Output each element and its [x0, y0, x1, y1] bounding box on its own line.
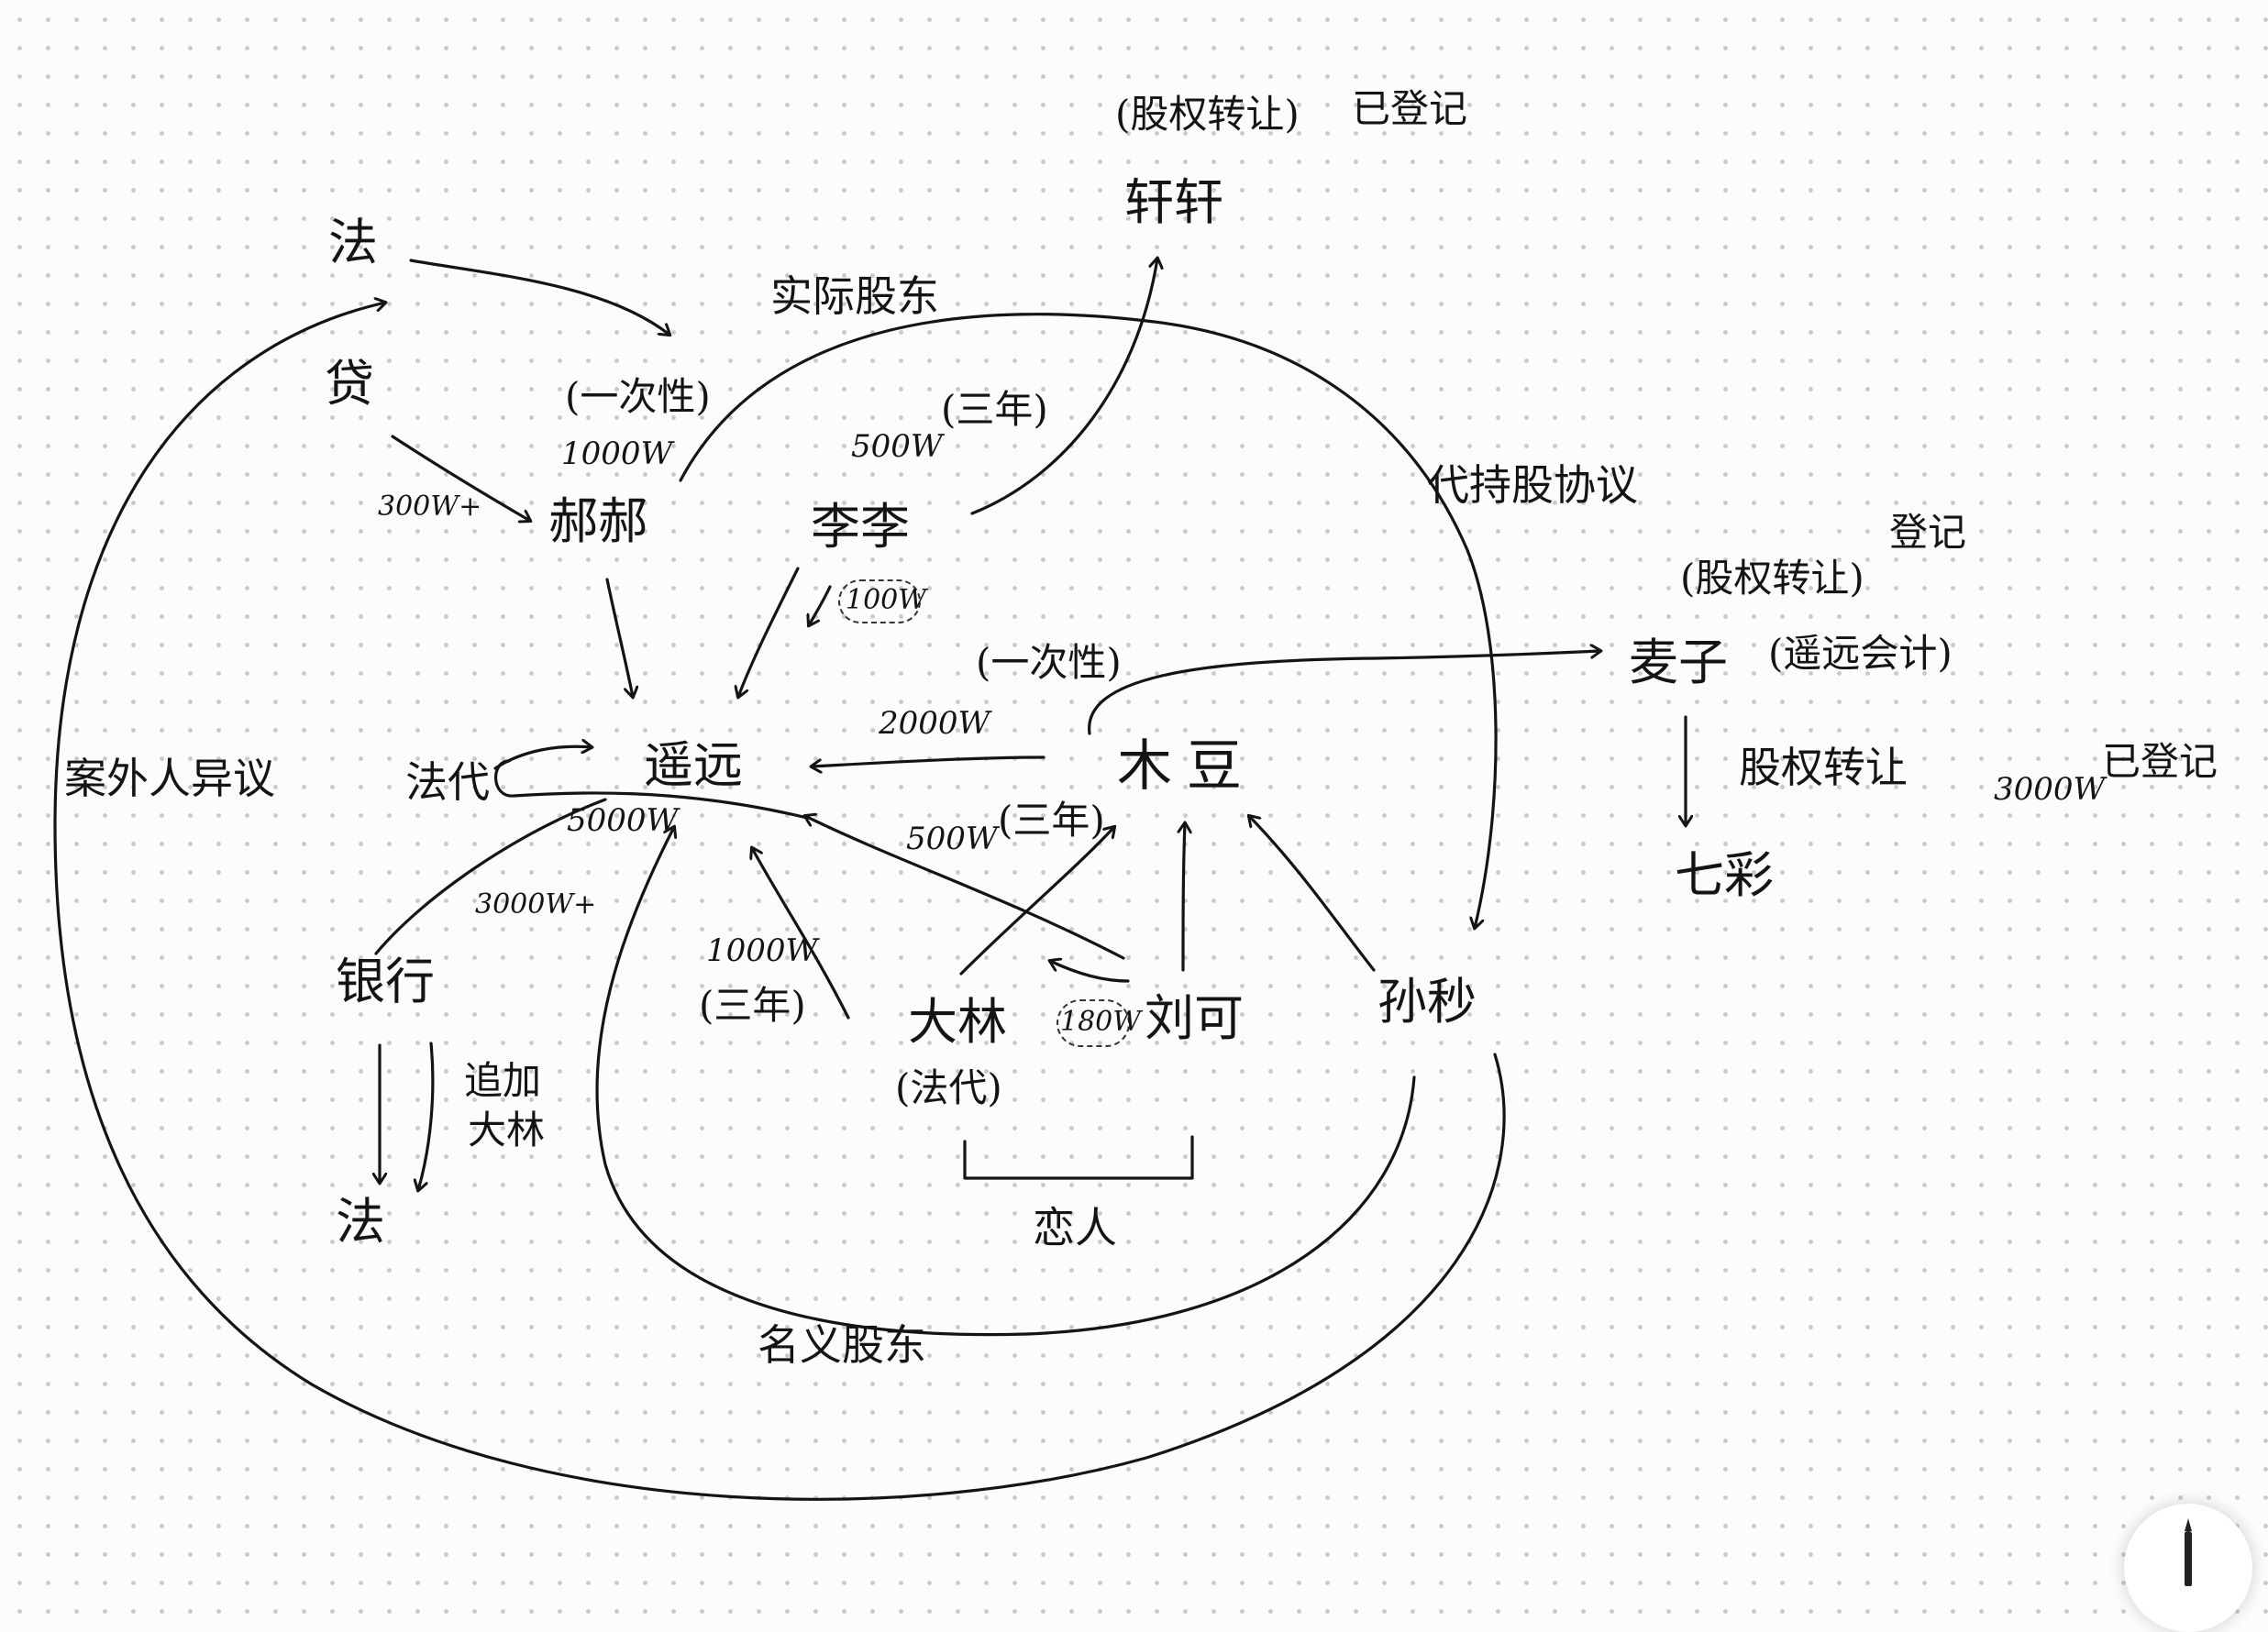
relationship-diagram: [53, 0, 2268, 1501]
label-amount-2000w: 2000W: [879, 705, 990, 742]
arrow-mudou-to-maizi: [1088, 651, 1600, 735]
label-yidengji-2: 已登记: [2102, 739, 2218, 784]
label-lianren: 恋人: [1033, 1203, 1117, 1252]
node-haohao: 郝郝: [548, 492, 647, 550]
arrow-liuke-to-dalin: [1050, 961, 1130, 983]
label-amount-180w: 180W: [1060, 1006, 1142, 1038]
label-dengji: 登记: [1889, 510, 1967, 555]
label-amount-3000w: 3000W: [1994, 771, 2106, 808]
arrow-liuke-to-yaoyuan: [805, 816, 1125, 960]
node-xuanxuan: 轩轩: [1124, 173, 1223, 231]
label-guquan-zhuanrang-3: 股权转让: [1739, 743, 1908, 792]
arrow-mudou-to-yaoyuan: [812, 755, 1045, 766]
label-yicixing-2: (一次性): [976, 640, 1122, 685]
label-fadai-left: 法代: [405, 757, 490, 807]
label-amount-100w: 100W: [846, 584, 927, 616]
pencil-button[interactable]: [2124, 1504, 2252, 1632]
arrow-haohao-to-yaoyuan: [605, 578, 633, 697]
label-sannian-2: (三年): [998, 798, 1105, 843]
arrow-dalin-to-mudou: [959, 827, 1114, 976]
label-guquan-zhuanrang-2: (股权转让): [1680, 556, 1864, 601]
node-yaoyuan: 遥远: [644, 736, 743, 794]
arrow-sunmiao-to-mudou: [1249, 816, 1376, 972]
label-fadai-paren: (法代): [895, 1065, 1002, 1110]
label-shiji-gudong: 实际股东: [770, 271, 939, 321]
node-fa-bottom: 法: [336, 1193, 385, 1251]
node-fa-top: 法: [328, 214, 378, 271]
arrow-lili-small: [809, 585, 832, 625]
label-amount-500w-top: 500W: [851, 428, 943, 465]
arrow-liuke-to-mudou: [1183, 823, 1185, 972]
mingyi-gudong-curve: [595, 827, 1416, 1337]
label-daichigu-xieyi: 代持股协议: [1427, 460, 1638, 510]
arrow-fadai-loop-head: [493, 746, 592, 770]
label-amount-5000w: 5000W: [567, 802, 679, 839]
node-maizi: 麦子: [1629, 634, 1728, 691]
label-yicixing-1: (一次性): [565, 374, 711, 419]
node-dai: 贷: [325, 355, 374, 413]
label-sannian-1: (三年): [941, 387, 1048, 432]
anwairen-yiyi-curve: [53, 303, 1506, 1501]
arrow-lili-to-xuanxuan: [970, 259, 1157, 515]
node-dalin: 大林: [908, 993, 1007, 1051]
pencil-icon: [2185, 1518, 2192, 1586]
arrow-fadai-to-yaoyuan: [494, 759, 809, 820]
node-liuke: 刘可: [1145, 989, 1244, 1047]
label-sannian-3: (三年): [699, 983, 806, 1028]
node-qicai: 七彩: [1675, 846, 1774, 904]
arrow-yinhang-to-yaoyuan: [374, 798, 607, 955]
label-mingyi-gudong: 名义股东: [758, 1320, 926, 1370]
label-yaoyuan-kuaiji: (遥远会计): [1768, 631, 1953, 676]
label-amount-3000w-plus: 3000W+: [475, 888, 597, 921]
label-amount-300w-plus: 300W+: [378, 491, 482, 523]
label-amount-500w-mid: 500W: [906, 821, 998, 857]
arrow-dalin-to-yaoyuan: [752, 848, 850, 1020]
node-lili: 李李: [811, 498, 910, 556]
node-sunmiao: 孙秒: [1377, 973, 1477, 1031]
arrow-yinhang-to-fa-2: [418, 1042, 435, 1190]
lianren-bracket: [963, 1135, 1194, 1180]
node-mudou: 木豆: [1117, 734, 1256, 799]
amount-180w-circle: [1057, 999, 1130, 1047]
label-zhuijia: 追加: [464, 1058, 542, 1103]
label-anwairen-yiyi: 案外人异议: [64, 754, 275, 803]
label-yidengji-1: 已登记: [1352, 86, 1468, 131]
arrow-dai-to-haohao: [391, 435, 530, 521]
label-dalin-note: 大林: [468, 1108, 546, 1152]
arrow-fa-to-haohao-top: [409, 259, 669, 335]
label-guquan-zhuanrang-1: (股权转让): [1115, 92, 1300, 137]
label-amount-1000w-top: 1000W: [561, 436, 673, 472]
label-amount-1000w-bottom: 1000W: [706, 932, 818, 969]
amount-100w-circle: [838, 579, 921, 623]
shiji-gudong-curve: [679, 313, 1498, 928]
node-yinhang: 银行: [336, 953, 435, 1010]
arrow-lili-to-yaoyuan: [738, 567, 800, 697]
